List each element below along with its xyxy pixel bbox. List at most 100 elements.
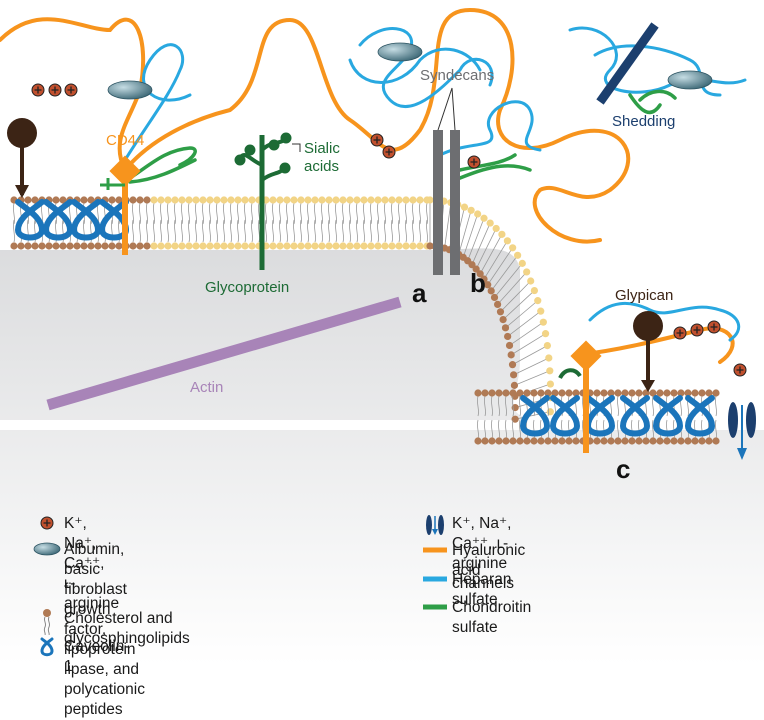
- lipid-head: [496, 308, 505, 316]
- lipid-head: [241, 242, 249, 250]
- lipid-head: [498, 230, 506, 238]
- lipid-head: [487, 287, 495, 295]
- chondroitin-line-icon: [418, 598, 452, 616]
- lipid-head: [495, 389, 503, 397]
- lipid-head: [374, 242, 382, 250]
- lipid-head: [416, 196, 424, 204]
- legend-item-lipid: Cholesterol and glycosphingolipids: [30, 609, 190, 649]
- lipid-head: [510, 371, 518, 379]
- caveolin-icon: [30, 637, 64, 657]
- lipid-head: [178, 196, 186, 204]
- legend-item-heparan: Heparan sulfate: [418, 570, 511, 610]
- glycoprotein-label: Glycoprotein: [205, 279, 289, 296]
- lipid-head: [486, 219, 494, 227]
- lipid-head: [353, 196, 361, 204]
- lipid-head: [73, 242, 81, 250]
- lipid-head: [495, 437, 503, 445]
- legend-text: Heparan sulfate: [452, 571, 512, 608]
- lipid-head: [80, 196, 88, 204]
- lipid-head: [101, 242, 109, 250]
- lipid-head: [38, 242, 46, 250]
- lipid-head: [409, 242, 417, 250]
- lipid-head: [516, 437, 524, 445]
- lipid-head: [663, 437, 671, 445]
- cd44-right: [558, 340, 602, 453]
- lipid-head: [332, 196, 340, 204]
- lipid-head: [656, 437, 664, 445]
- shedding-bar: [596, 22, 659, 105]
- ion-channel: [728, 402, 756, 460]
- lipid-head: [481, 389, 489, 397]
- lipid-head: [108, 242, 116, 250]
- sialic-acids-label: Sialic acids: [304, 140, 344, 175]
- lipid-head: [621, 437, 629, 445]
- lipid-head: [467, 206, 475, 214]
- lipid-head: [544, 389, 552, 397]
- lipid-head: [171, 242, 179, 250]
- lipid-head: [87, 196, 95, 204]
- lipid-head: [426, 196, 434, 204]
- lipid-head: [593, 389, 601, 397]
- lipid-head: [360, 242, 368, 250]
- ion-channel-icon: [418, 514, 452, 536]
- lipid-head: [509, 389, 517, 397]
- lipid-head: [31, 196, 39, 204]
- lipid-head: [59, 196, 67, 204]
- lipid-head: [484, 281, 492, 289]
- lipid-head: [311, 242, 319, 250]
- lipid-head: [546, 380, 555, 388]
- lipid-head: [490, 293, 499, 302]
- lipid-head: [234, 242, 242, 250]
- lipid-head: [705, 389, 713, 397]
- shedding-label: Shedding: [612, 113, 675, 130]
- lipid-head: [150, 196, 158, 204]
- lipid-head: [649, 437, 657, 445]
- cell-membrane-curved: [426, 196, 555, 423]
- lipid-head: [367, 242, 375, 250]
- lipid-head: [628, 437, 636, 445]
- lipid-head: [523, 268, 531, 276]
- lipid-head: [474, 437, 482, 445]
- lipid-head: [157, 196, 165, 204]
- lipid-head: [543, 341, 551, 350]
- lipid-head: [551, 389, 559, 397]
- heparan-line-icon: [418, 570, 452, 588]
- lipid-head: [248, 242, 256, 250]
- legend-text: Chondroitin sulfate: [452, 599, 532, 636]
- lipid-head: [488, 437, 496, 445]
- lipid-head: [472, 265, 480, 273]
- lipid-head: [705, 437, 713, 445]
- lipid-head: [17, 242, 25, 250]
- lipid-head: [488, 389, 496, 397]
- lipid-head: [325, 196, 333, 204]
- glypican-left: [7, 118, 37, 198]
- lipid-head: [621, 389, 629, 397]
- legend-text: K⁺, Na⁺, Ca⁺⁺, ʟ-arginine channels: [452, 515, 515, 592]
- lipid-head: [684, 389, 692, 397]
- lipid-head: [10, 242, 18, 250]
- lipid-head: [537, 389, 545, 397]
- lipid-head: [339, 196, 347, 204]
- lipid-head: [502, 389, 510, 397]
- lipid-head: [297, 242, 305, 250]
- lipid-head: [712, 389, 720, 397]
- label-a: a: [412, 278, 427, 308]
- lipid-head: [402, 242, 410, 250]
- lipid-head: [509, 437, 517, 445]
- lipid-head: [192, 242, 200, 250]
- lipid-head: [558, 437, 566, 445]
- chondroitin-sulfate: [128, 89, 677, 184]
- lipid-head: [480, 214, 488, 222]
- lipid-head: [481, 437, 489, 445]
- lipid-head: [206, 242, 214, 250]
- lipid-head: [395, 242, 403, 250]
- cd44-left: [100, 155, 141, 255]
- lipid-head: [395, 196, 403, 204]
- lipid-head: [332, 242, 340, 250]
- lipid-head: [544, 437, 552, 445]
- lipid-head: [290, 242, 298, 250]
- lipid-head: [509, 244, 517, 252]
- lipid-head: [476, 270, 484, 278]
- lipid-head: [31, 242, 39, 250]
- lipid-head: [607, 437, 615, 445]
